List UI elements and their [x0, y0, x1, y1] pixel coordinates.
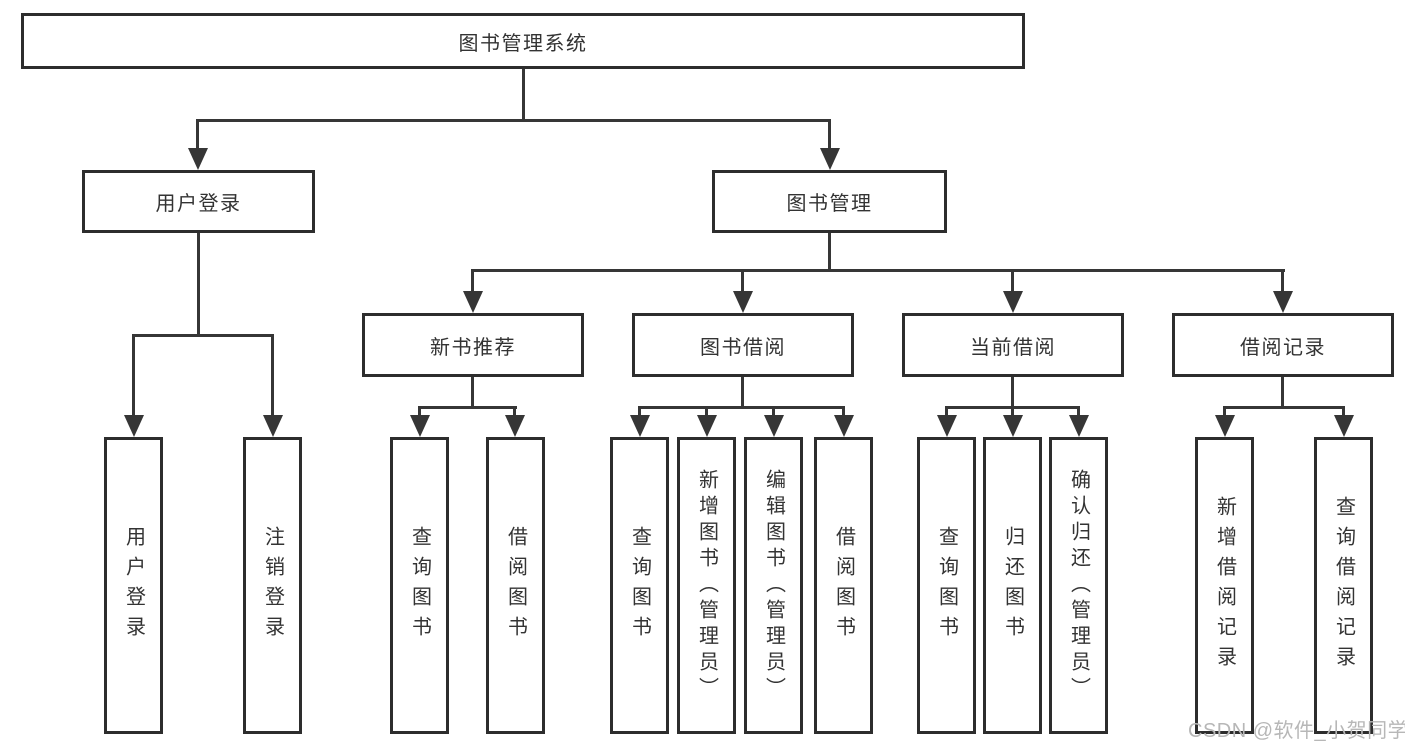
leaf-edit-books-admin-label: 编辑图书（管理员）	[762, 468, 785, 703]
leaf-borrow-books-borrowing: 借阅图书	[814, 437, 873, 734]
arrowhead-user-login	[188, 148, 208, 170]
connector-user-login-stem	[197, 233, 200, 337]
leaf-query-books-borrowing-label: 查询图书	[628, 525, 651, 646]
arrowhead-leaf-logout	[263, 415, 283, 437]
leaf-user-login: 用户登录	[104, 437, 163, 734]
connector-user-login-bar	[132, 334, 274, 337]
arrowhead-leaf-edit-books-admin	[764, 415, 784, 437]
arrowhead-borrow-records	[1273, 291, 1293, 313]
leaf-query-borrow-record-label: 查询借阅记录	[1332, 495, 1355, 676]
arrowhead-book-borrowing	[733, 291, 753, 313]
leaf-borrow-books-recommend: 借阅图书	[486, 437, 545, 734]
arrowhead-leaf-query-borrow-record	[1334, 415, 1354, 437]
arrowhead-leaf-query-books-borrowing	[630, 415, 650, 437]
connector-level3-bar	[471, 269, 1285, 272]
node-new-book-recommend-label: 新书推荐	[430, 336, 516, 359]
node-book-borrowing: 图书借阅	[632, 313, 854, 377]
connector-book-borrowing-stem	[741, 377, 744, 408]
node-user-login: 用户登录	[82, 170, 315, 233]
arrowhead-new-book-recommend	[463, 291, 483, 313]
leaf-confirm-return-admin: 确认归还（管理员）	[1049, 437, 1108, 734]
connector-new-book-recommend-bar	[418, 406, 517, 409]
connector-leaf-drop	[772, 406, 775, 417]
leaf-confirm-return-admin-label: 确认归还（管理员）	[1067, 468, 1090, 703]
connector-leaf-drop	[705, 406, 708, 417]
leaf-query-books-recommend-label: 查询图书	[408, 525, 431, 646]
arrowhead-leaf-add-books-admin	[697, 415, 717, 437]
leaf-query-borrow-record: 查询借阅记录	[1314, 437, 1373, 734]
arrowhead-leaf-borrow-books-borrowing	[834, 415, 854, 437]
node-book-management-label: 图书管理	[786, 193, 873, 215]
connector-leaf-drop	[638, 406, 641, 417]
node-current-borrowing-label: 当前借阅	[970, 336, 1056, 359]
connector-current-borrowing-drop	[1011, 269, 1014, 293]
connector-borrow-records-bar	[1223, 406, 1345, 409]
connector-book-management-drop	[828, 119, 831, 152]
node-book-management: 图书管理	[712, 170, 947, 233]
leaf-query-books-recommend: 查询图书	[390, 437, 449, 734]
arrowhead-leaf-confirm-return-admin	[1069, 415, 1089, 437]
arrowhead-leaf-query-books-current	[937, 415, 957, 437]
csdn-watermark: CSDN @软件_小贺同学	[1188, 720, 1405, 742]
connector-borrow-records-drop	[1281, 269, 1284, 293]
arrowhead-leaf-user-login	[124, 415, 144, 437]
connector-book-borrowing-drop	[741, 269, 744, 293]
node-borrow-records-label: 借阅记录	[1240, 336, 1326, 359]
leaf-add-books-admin-label: 新增图书（管理员）	[695, 468, 718, 703]
arrowhead-leaf-return-books	[1003, 415, 1023, 437]
node-current-borrowing: 当前借阅	[902, 313, 1124, 377]
leaf-borrow-books-recommend-label: 借阅图书	[504, 525, 527, 646]
connector-book-management-stem	[828, 233, 831, 272]
connector-leaf-drop	[1223, 406, 1226, 417]
leaf-query-books-current: 查询图书	[917, 437, 976, 734]
leaf-user-login-label: 用户登录	[122, 525, 145, 646]
leaf-add-books-admin: 新增图书（管理员）	[677, 437, 736, 734]
node-book-borrowing-label: 图书借阅	[700, 336, 786, 359]
connector-new-book-recommend-drop	[471, 269, 474, 293]
leaf-borrow-books-borrowing-label: 借阅图书	[832, 525, 855, 646]
arrowhead-current-borrowing	[1003, 291, 1023, 313]
connector-user-login-drop	[196, 119, 199, 152]
arrowhead-book-management	[820, 148, 840, 170]
arrowhead-leaf-query-books-recommend	[410, 415, 430, 437]
node-library-system-label: 图书管理系统	[458, 32, 588, 55]
connector-leaf-drop	[842, 406, 845, 417]
connector-leaf-drop	[1077, 406, 1080, 417]
leaf-logout-label: 注销登录	[261, 525, 284, 646]
connector-leaf-logout-drop	[271, 334, 274, 417]
leaf-return-books: 归还图书	[983, 437, 1042, 734]
connector-leaf-drop	[1342, 406, 1345, 417]
connector-leaf-drop	[418, 406, 421, 417]
node-user-login-label: 用户登录	[155, 193, 242, 215]
leaf-add-borrow-record-label: 新增借阅记录	[1213, 495, 1236, 676]
connector-leaf-drop	[1011, 406, 1014, 417]
leaf-query-books-current-label: 查询图书	[935, 525, 958, 646]
leaf-return-books-label: 归还图书	[1001, 525, 1024, 646]
node-new-book-recommend: 新书推荐	[362, 313, 584, 377]
leaf-query-books-borrowing: 查询图书	[610, 437, 669, 734]
connector-leaf-user-login-drop	[132, 334, 135, 417]
connector-leaf-drop	[945, 406, 948, 417]
node-borrow-records: 借阅记录	[1172, 313, 1394, 377]
connector-new-book-recommend-stem	[471, 377, 474, 408]
arrowhead-leaf-add-borrow-record	[1215, 415, 1235, 437]
leaf-add-borrow-record: 新增借阅记录	[1195, 437, 1254, 734]
connector-current-borrowing-stem	[1011, 377, 1014, 408]
connector-leaf-drop	[513, 406, 516, 417]
connector-root-stem	[522, 69, 525, 121]
leaf-logout: 注销登录	[243, 437, 302, 734]
arrowhead-leaf-borrow-books-recommend	[505, 415, 525, 437]
connector-level2-bar	[196, 119, 831, 122]
connector-book-borrowing-bar	[638, 406, 845, 409]
leaf-edit-books-admin: 编辑图书（管理员）	[744, 437, 803, 734]
connector-borrow-records-stem	[1281, 377, 1284, 408]
node-library-system: 图书管理系统	[21, 13, 1025, 69]
